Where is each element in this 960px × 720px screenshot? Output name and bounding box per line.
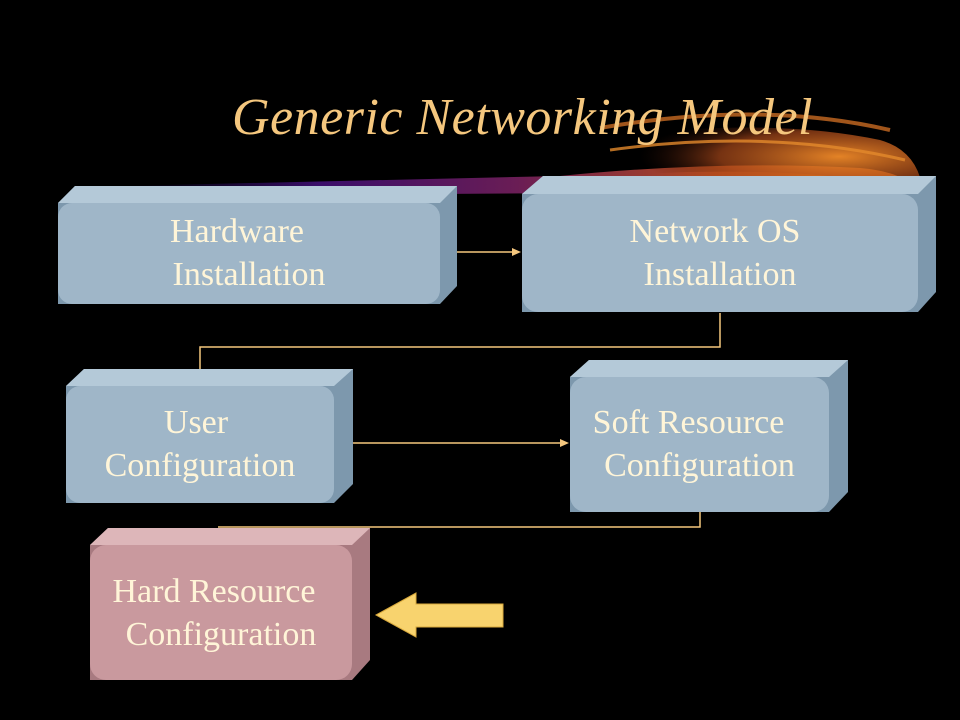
step-network-os-installation [522,176,936,312]
step-label-line2: Configuration [104,447,296,484]
page-title: Generic Networking Model [232,89,813,146]
step-label-line1: Hard Resource [112,573,316,610]
step-label-user: User Configuration [66,401,334,487]
step-hardware-installation [58,186,457,304]
swoosh-stroke-1 [599,112,891,132]
connector-user-to-soft-resource [336,439,569,447]
step-label-line1: Soft Resource [592,404,785,441]
step-label-line1: Network OS [629,213,801,250]
left-arrow-icon [374,592,504,638]
connector-soft-resource-to-hard-resource [218,512,701,528]
step-soft-resource-configuration [570,360,848,512]
step-user-configuration [66,369,353,503]
step-label-line2: Installation [172,256,326,293]
step-hard-resource-configuration [90,528,370,680]
step-label-hardware: Hardware Installation [58,210,440,296]
step-label-line1: Hardware [169,213,305,250]
swoosh-glow [590,127,922,200]
step-label-line2: Configuration [604,447,795,484]
step-label-line1: User [163,404,229,441]
step-label-line2: Configuration [125,616,317,653]
step-label-soft-resource: Soft Resource Configuration [570,401,829,487]
step-label-line2: Installation [643,256,797,293]
swoosh-stroke-2 [609,139,906,162]
step-label-hard-resource: Hard Resource Configuration [72,570,356,656]
step-label-network-os: Network OS Installation [522,210,918,296]
